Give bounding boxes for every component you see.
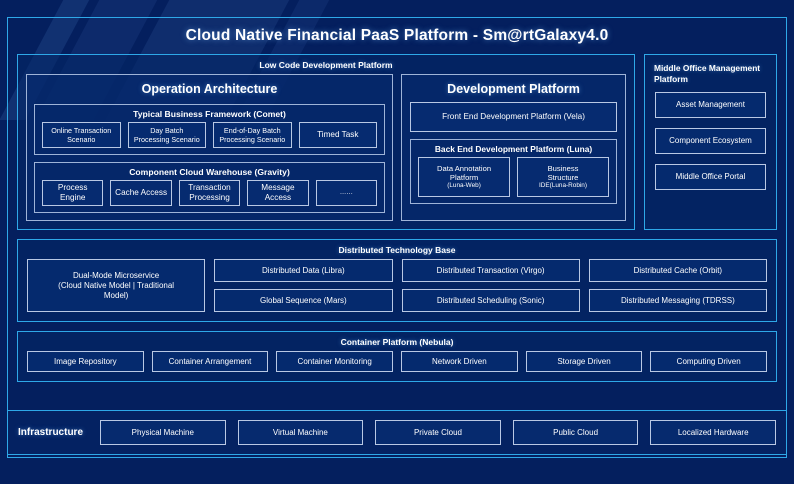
chip-computing-driven[interactable]: Computing Driven <box>650 351 768 372</box>
chip-distributed-messaging[interactable]: Distributed Messaging (TDRSS) <box>588 289 767 312</box>
section-distributed-technology-base: Distributed Technology Base Dual-Mode Mi… <box>17 239 777 322</box>
chip-business-structure-ide-line3: IDE(Luna-Robin) <box>539 182 587 190</box>
infrastructure-label: Infrastructure <box>18 427 84 438</box>
section-infrastructure: Infrastructure Physical Machine Virtual … <box>7 410 787 455</box>
development-platform-title: Development Platform <box>447 82 580 96</box>
chip-distributed-data[interactable]: Distributed Data (Libra) <box>214 259 393 282</box>
back-end-development-platform-title: Back End Development Platform (Luna) <box>434 144 593 154</box>
chip-network-driven[interactable]: Network Driven <box>401 351 518 372</box>
chip-cache-access[interactable]: Cache Access <box>110 180 172 206</box>
chip-storage-driven[interactable]: Storage Driven <box>525 351 643 372</box>
dtb-column-3: Distributed Cache (Orbit) Distributed Me… <box>588 259 767 312</box>
container-platform-title: Container Platform (Nebula) <box>340 337 454 347</box>
chip-global-sequence[interactable]: Global Sequence (Mars) <box>214 289 393 312</box>
operation-architecture-title: Operation Architecture <box>141 82 278 96</box>
chip-business-structure-ide-line1: Business <box>547 163 579 173</box>
chip-distributed-transaction[interactable]: Distributed Transaction (Virgo) <box>401 259 580 282</box>
chip-asset-management[interactable]: Asset Management <box>655 91 766 118</box>
group-typical-business-framework: Typical Business Framework (Comet) Onlin… <box>34 104 386 155</box>
chip-dual-mode-microservice-line3: Model) <box>103 290 129 300</box>
chip-front-end-development-platform[interactable]: Front End Development Platform (Vela) <box>410 102 617 132</box>
chip-component-ecosystem[interactable]: Component Ecosystem <box>655 127 766 154</box>
chip-online-transaction-scenario[interactable]: Online Transaction Scenario <box>42 122 121 148</box>
dtb-column-1: Distributed Data (Libra) Global Sequence… <box>214 259 393 312</box>
chip-public-cloud[interactable]: Public Cloud <box>512 420 639 445</box>
chip-business-structure-ide-line2: Structure <box>547 173 579 182</box>
chip-timed-task[interactable]: Timed Task <box>298 122 378 148</box>
middle-office-title: Middle Office Management Platform <box>654 63 761 85</box>
diagram-body: Low Code Development Platform Operation … <box>8 54 786 382</box>
group-component-cloud-warehouse: Component Cloud Warehouse (Gravity) Proc… <box>34 162 386 213</box>
chip-data-annotation-platform-line1: Data Annotation <box>437 163 492 173</box>
chip-process-engine[interactable]: Process Engine <box>42 180 104 206</box>
chip-data-annotation-platform-line2: Platform <box>449 173 479 182</box>
diagram-title-bar: Cloud Native Financial PaaS Platform - S… <box>8 18 786 54</box>
chip-data-annotation-platform-line3: (Luna-Web) <box>447 182 481 190</box>
chip-distributed-scheduling[interactable]: Distributed Scheduling (Sonic) <box>401 289 580 312</box>
chip-message-access[interactable]: Message Access <box>247 180 309 206</box>
distributed-technology-base-title: Distributed Technology Base <box>338 245 456 255</box>
section-middle-office-management-platform: Middle Office Management Platform Asset … <box>644 54 777 230</box>
typical-business-framework-title: Typical Business Framework (Comet) <box>133 109 286 119</box>
component-cloud-warehouse-title: Component Cloud Warehouse (Gravity) <box>129 167 290 177</box>
chip-localized-hardware[interactable]: Localized Hardware <box>650 420 776 445</box>
chip-private-cloud[interactable]: Private Cloud <box>375 420 501 445</box>
chip-more-ellipsis[interactable]: …… <box>315 180 378 206</box>
panel-operation-architecture: Operation Architecture Typical Business … <box>26 74 394 221</box>
chip-image-repository[interactable]: Image Repository <box>27 351 144 372</box>
architecture-diagram-frame: Cloud Native Financial PaaS Platform - S… <box>7 17 787 458</box>
page-title: Cloud Native Financial PaaS Platform - S… <box>185 27 609 44</box>
chip-container-arrangement[interactable]: Container Arrangement <box>151 351 269 372</box>
chip-dual-mode-microservice[interactable]: Dual-Mode Microservice (Cloud Native Mod… <box>27 259 206 312</box>
chip-data-annotation-platform[interactable]: Data Annotation Platform (Luna-Web) <box>418 157 511 197</box>
chip-middle-office-portal[interactable]: Middle Office Portal <box>655 163 766 190</box>
chip-transaction-processing[interactable]: Transaction Processing <box>178 180 241 206</box>
dtb-column-2: Distributed Transaction (Virgo) Distribu… <box>401 259 580 312</box>
group-back-end-development-platform: Back End Development Platform (Luna) Dat… <box>410 139 617 204</box>
chip-dual-mode-microservice-line2: (Cloud Native Model | Traditional <box>58 280 175 290</box>
low-code-title: Low Code Development Platform <box>259 60 393 70</box>
chip-distributed-cache[interactable]: Distributed Cache (Orbit) <box>588 259 767 282</box>
panel-development-platform: Development Platform Front End Developme… <box>401 74 626 221</box>
chip-end-of-day-batch-processing-scenario[interactable]: End-of-Day Batch Processing Scenario <box>213 122 292 148</box>
chip-virtual-machine[interactable]: Virtual Machine <box>237 420 364 445</box>
chip-business-structure-ide[interactable]: Business Structure IDE(Luna-Robin) <box>517 157 609 197</box>
chip-dual-mode-microservice-line1: Dual-Mode Microservice <box>73 270 160 280</box>
top-row: Low Code Development Platform Operation … <box>17 54 777 230</box>
section-container-platform: Container Platform (Nebula) Image Reposi… <box>17 331 777 382</box>
chip-physical-machine[interactable]: Physical Machine <box>100 420 226 445</box>
chip-container-monitoring[interactable]: Container Monitoring <box>276 351 394 372</box>
chip-day-batch-processing-scenario[interactable]: Day Batch Processing Scenario <box>127 122 207 148</box>
section-low-code-development-platform: Low Code Development Platform Operation … <box>17 54 635 230</box>
